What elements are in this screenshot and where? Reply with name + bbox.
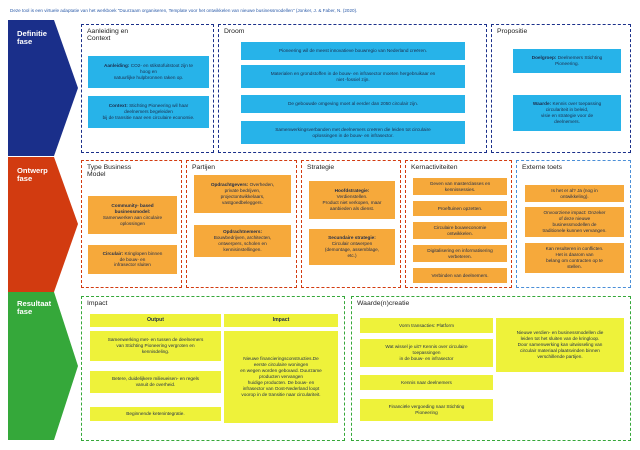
- card-waarde: Waarde: Kennis over toepassing circulari…: [513, 95, 621, 131]
- card-externe-toets-3: Kan resulteren in conflicten.Het is daar…: [525, 243, 624, 273]
- card-droom-2: Materialen en grondstoffen in de bouw- e…: [241, 65, 465, 88]
- column-header-output: Output: [90, 314, 221, 327]
- section-title: Strategie: [307, 164, 335, 171]
- section-kernactiviteiten: Kernactiviteiten Geven van masterclasses…: [405, 160, 512, 288]
- card-output: Samenwerking met- en tussen de deelnemer…: [90, 331, 221, 361]
- card-aanleiding: Aanleiding: CO2- en stikstofuitstoot zij…: [88, 56, 209, 88]
- card-kernactiviteit: Verbinden van deelnemers.: [413, 268, 507, 283]
- section-title: Droom: [224, 28, 245, 35]
- card-waarde-item: Vorm transacties: Platform: [360, 318, 493, 333]
- card-secundaire-strategie: Secundaire strategie: Circulair ontwerpe…: [309, 229, 395, 265]
- card-opdrachtnemers: Opdrachtnemers: Bouwbedrijven, architect…: [194, 225, 291, 257]
- card-output: Beginnende ketenintegratie.: [90, 407, 221, 421]
- card-circulair: Circulair: Kringlopen binnen de bouw- en…: [88, 245, 177, 274]
- card-doelgroep: Doelgroep: Deelnemers Stichting Pioneeri…: [513, 49, 621, 73]
- card-output: Betere, duidelijkere milieueisen- en reg…: [90, 371, 221, 393]
- card-droom-1: Pioneering wil de meest innovatieve bouw…: [241, 42, 465, 60]
- section-waardecreatie: Waarde(n)creatie Vorm transacties: Platf…: [351, 296, 631, 441]
- card-droom-4: Samenwerkingsverbanden met deelnemers cr…: [241, 121, 465, 144]
- card-droom-3: De gebouwde omgeving moet al eerder dan …: [241, 95, 465, 113]
- column-header-impact: Impact: [224, 314, 338, 327]
- section-droom: Droom Pioneering wil de meest innovatiev…: [218, 24, 487, 153]
- section-impact: Impact Output Impact Samenwerking met- e…: [81, 296, 345, 441]
- card-kernactiviteit: Proeftuinen opzetten.: [413, 201, 507, 216]
- section-partijen: Partijen Opdrachtgevers: Overheden, priv…: [186, 160, 297, 288]
- section-title: Kernactiviteiten: [411, 164, 458, 171]
- credit-text: Deze tool is een virtuele adaptatie van …: [10, 8, 358, 13]
- card-hoofdstrategie: Hoofdstrategie: Verdienstellen.Product n…: [309, 181, 395, 219]
- section-propositie: Propositie Doelgroep: Deelnemers Stichti…: [491, 24, 631, 153]
- section-title: Waarde(n)creatie: [357, 300, 410, 307]
- card-waarde-item: Wat wissel je uit? Kennis over circulair…: [360, 339, 493, 367]
- section-strategie: Strategie Hoofdstrategie: Verdienstellen…: [301, 160, 401, 288]
- card-opdrachtgevers: Opdrachtgevers: Overheden, private bedri…: [194, 175, 291, 213]
- section-title: Impact: [87, 300, 108, 307]
- card-waarde-item: Kennis naar deelnemers: [360, 375, 493, 390]
- section-title: Partijen: [192, 164, 216, 171]
- card-context: Context: Stichting Pioneering wil haar d…: [88, 96, 209, 128]
- section-title: Propositie: [497, 28, 528, 35]
- section-title: Externe toets: [522, 164, 563, 171]
